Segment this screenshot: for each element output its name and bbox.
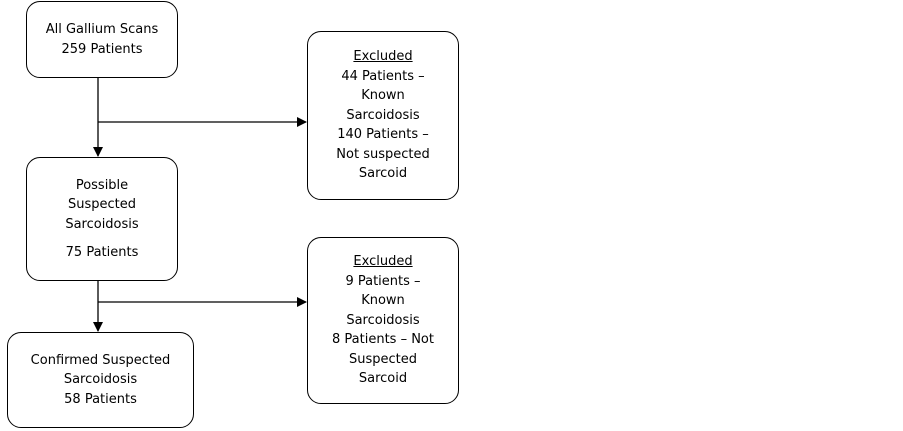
excluded-1-line: 44 Patients – [341,68,425,84]
excluded-1-heading: Excluded [353,49,413,65]
excluded-1-line: Known [361,88,405,104]
excluded-2-heading: Excluded [353,254,413,270]
excluded-2-line: Suspected [348,351,417,367]
excluded-2-line: Known [361,293,405,309]
possible-line: Sarcoidosis [65,216,139,232]
confirmed-suspected-sarcoidosis-box: Confirmed Suspected Sarcoidosis 58 Patie… [7,332,194,428]
confirmed-line: Confirmed Suspected [30,352,171,368]
possible-count: 75 Patients [65,245,139,260]
confirmed-line: Sarcoidosis [63,372,138,388]
excluded-2-line: 9 Patients – [345,273,421,289]
excluded-2-line: Sarcoid [358,371,408,387]
excluded-2-line: Sarcoidosis [346,312,420,328]
start-title: All Gallium Scans [45,22,159,37]
excluded-1-line: 140 Patients – [337,127,429,143]
start-count: 259 Patients [61,41,143,57]
possible-suspected-sarcoidosis-box: Possible Suspected Sarcoidosis 75 Patien… [26,157,178,281]
possible-line: Possible [75,177,129,193]
confirmed-count: 58 Patients [64,391,137,407]
excluded-2-line: 8 Patients – Not [332,332,434,348]
excluded-box-1: Excluded 44 Patients – Known Sarcoidosis… [307,31,459,200]
excluded-1-line: Sarcoid [358,166,408,182]
possible-line: Suspected [67,197,136,212]
excluded-1-line: Not suspected [336,146,430,162]
excluded-box-2: Excluded 9 Patients – Known Sarcoidosis … [307,237,459,404]
excluded-1-line: Sarcoidosis [346,107,420,123]
all-gallium-scans-box: All Gallium Scans 259 Patients [26,1,178,78]
